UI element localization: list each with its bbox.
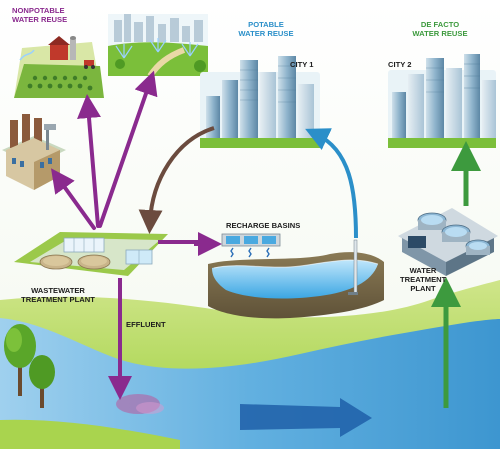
wwtp-line1: WASTEWATER: [31, 286, 85, 295]
effluent-label: EFFLUENT: [126, 320, 166, 329]
extraction-well: [348, 239, 358, 295]
park-irrigation-illustration: [108, 14, 208, 78]
wtp-line2: TREATMENT: [400, 275, 447, 284]
water-treatment-plant-illustration: [398, 208, 498, 276]
arrow-wwtp-to-basins: [158, 232, 222, 256]
trees: [4, 324, 55, 408]
city-2-skyline: [388, 54, 496, 148]
city-1-skyline: [200, 56, 320, 148]
recharge-basins-illustration: [221, 233, 281, 258]
city-2-label: CITY 2: [388, 60, 412, 69]
city-1-label: CITY 1: [290, 60, 314, 69]
farm-illustration: [14, 36, 104, 98]
nonpotable-arrows: [50, 70, 158, 230]
arrow-city1-to-wwtp: [138, 126, 215, 234]
river: [0, 318, 500, 449]
aquifer-illustration: [208, 252, 384, 319]
potable-line2: WATER REUSE: [238, 29, 294, 38]
wastewater-treatment-plant-illustration: [14, 232, 168, 276]
potable-heading: POTABLE WATER REUSE: [236, 20, 296, 38]
nonpotable-line2: WATER REUSE: [12, 15, 68, 24]
nonpotable-line1: NONPOTABLE: [12, 6, 65, 15]
riverbank-lower: [0, 419, 180, 449]
wtp-line3: PLANT: [410, 284, 436, 293]
defacto-line2: WATER REUSE: [412, 29, 468, 38]
nonpotable-heading: NONPOTABLE WATER REUSE: [12, 6, 67, 24]
factory-illustration: [2, 114, 66, 190]
arrow-well-to-city1: [305, 128, 358, 239]
wwtp-line2: TREATMENT PLANT: [21, 295, 95, 304]
recharge-basins-label: RECHARGE BASINS: [226, 221, 301, 230]
wastewater-plant-label: WASTEWATER TREATMENT PLANT: [18, 286, 98, 304]
wtp-line1: WATER: [409, 266, 437, 275]
defacto-line1: DE FACTO: [420, 20, 460, 29]
defacto-heading: DE FACTO WATER REUSE: [410, 20, 470, 38]
potable-line1: POTABLE: [248, 20, 284, 29]
river-flow-arrow: [240, 398, 372, 437]
water-treatment-plant-label: WATER TREATMENT PLANT: [400, 266, 446, 293]
